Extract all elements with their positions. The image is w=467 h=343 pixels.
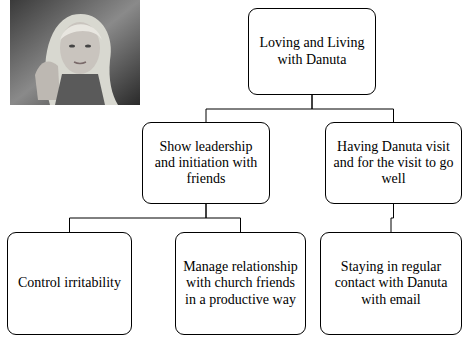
box-label: Loving and Living with Danuta: [256, 35, 368, 67]
connector-line: [206, 95, 312, 122]
portrait-photo: [10, 0, 140, 105]
connector-line: [391, 204, 394, 232]
connector-line: [206, 204, 241, 232]
task-box: Control irritability: [7, 232, 132, 335]
connector-line: [70, 204, 207, 232]
box-label: Control irritability: [18, 275, 121, 291]
box-label: Show leadership and initiation with frie…: [150, 139, 262, 187]
goal-box: Loving and Living with Danuta: [248, 8, 376, 95]
box-label: Staying in regular contact with Danuta w…: [328, 259, 454, 307]
subgoal-box: Having Danuta visit and for the visit to…: [325, 122, 462, 204]
box-label: Having Danuta visit and for the visit to…: [333, 139, 454, 187]
box-label: Manage relationship with church friends …: [183, 259, 298, 307]
task-box: Manage relationship with church friends …: [175, 232, 306, 335]
task-box: Staying in regular contact with Danuta w…: [320, 232, 462, 335]
connector-line: [312, 95, 394, 122]
subgoal-box: Show leadership and initiation with frie…: [142, 122, 270, 204]
